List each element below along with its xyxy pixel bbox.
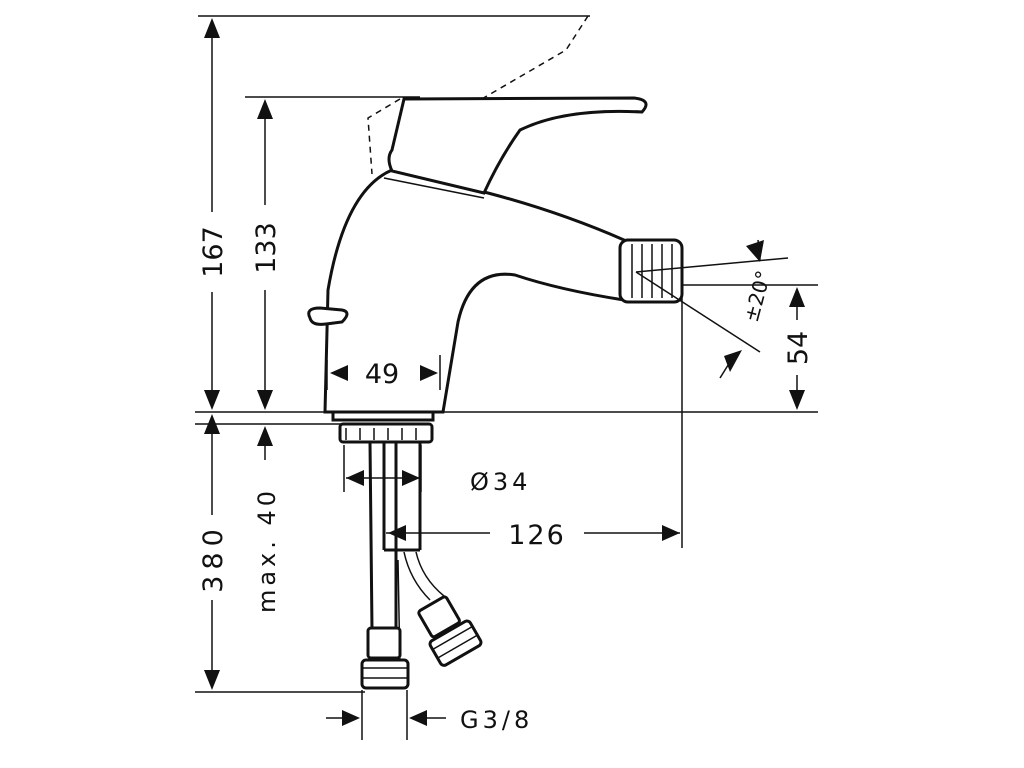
dim-max-thickness: max. 40 [253, 487, 281, 613]
faucet-body [307, 15, 684, 690]
pop-up-rod [307, 306, 349, 326]
dim-shank-diameter: Ø34 [470, 468, 531, 496]
dim-connection-thread: G3/8 [460, 706, 533, 734]
dim-outlet-height: 54 [783, 331, 814, 365]
dim-total-height: 167 [198, 226, 229, 278]
dim-aerator-angle: ±20° [739, 268, 776, 325]
dim-base-diameter: 49 [365, 359, 399, 390]
hose-connector-left [360, 626, 410, 690]
extension-lines [195, 15, 818, 740]
faucet-main-body [323, 168, 626, 414]
dimension-lines [204, 18, 805, 726]
hose-connector-right [417, 595, 483, 667]
dim-hose-length: 380 [198, 523, 229, 593]
lever-handle [387, 96, 648, 195]
dim-spout-height: 133 [251, 222, 282, 274]
dim-reach: 126 [508, 520, 566, 551]
